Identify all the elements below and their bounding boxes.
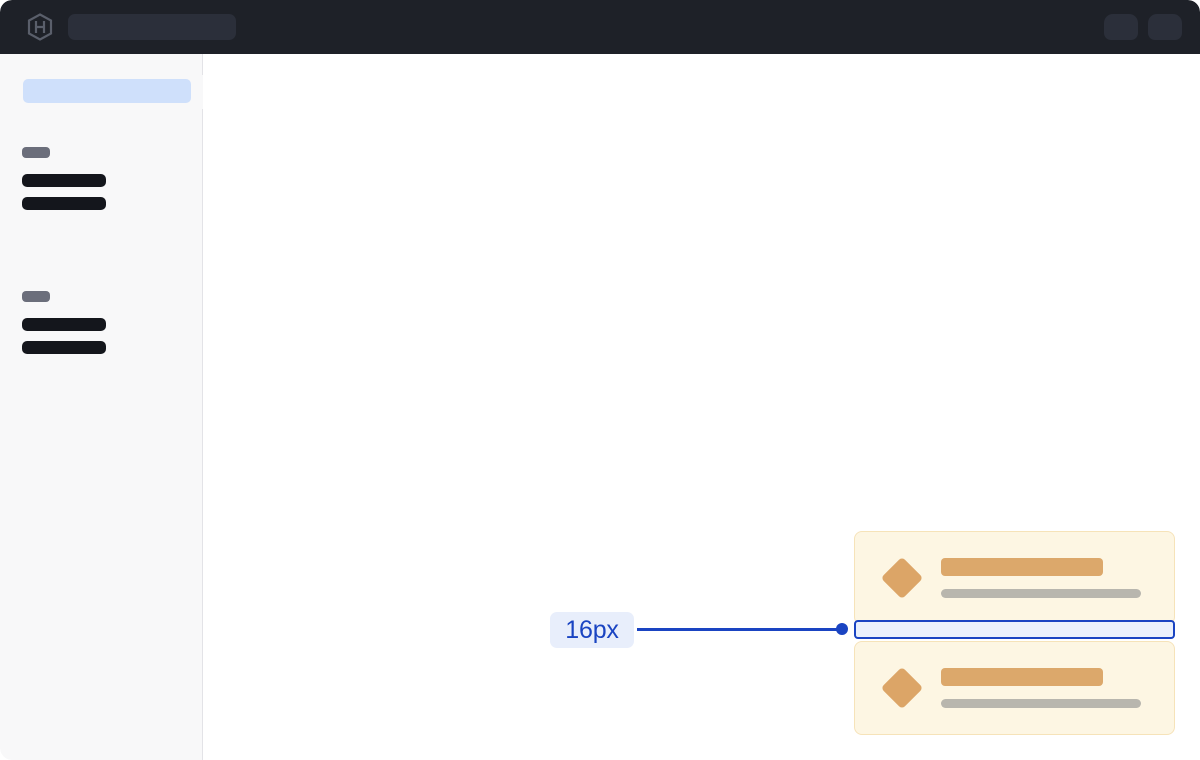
sidebar-item-2-1[interactable] — [22, 318, 106, 331]
card-title — [941, 668, 1103, 686]
diamond-icon — [880, 666, 924, 710]
sidebar-group-1 — [22, 147, 106, 210]
card-title — [941, 558, 1103, 576]
spacing-measure-label: 16px — [550, 612, 634, 648]
global-search-field[interactable] — [68, 14, 236, 40]
hexagon-h-logo-icon — [27, 13, 53, 41]
card-subtitle — [941, 699, 1141, 708]
top-bar — [0, 0, 1200, 54]
card-text-block — [941, 668, 1141, 708]
card-text-block — [941, 558, 1141, 598]
sidebar-item-1-1[interactable] — [22, 174, 106, 187]
spacing-measure-bar — [854, 620, 1175, 639]
content-card[interactable] — [854, 531, 1175, 625]
sidebar-item-1-2[interactable] — [22, 197, 106, 210]
sidebar-group-2 — [22, 291, 106, 354]
sidebar — [0, 54, 203, 760]
top-bar-action-1[interactable] — [1104, 14, 1138, 40]
spacing-measure-leader-line — [637, 628, 840, 631]
sidebar-group-1-label — [22, 147, 50, 158]
sidebar-item-active[interactable] — [23, 79, 191, 103]
top-bar-action-2[interactable] — [1148, 14, 1182, 40]
sidebar-item-2-2[interactable] — [22, 341, 106, 354]
spacing-measure-dot — [836, 623, 848, 635]
sidebar-group-2-label — [22, 291, 50, 302]
content-card[interactable] — [854, 641, 1175, 735]
card-subtitle — [941, 589, 1141, 598]
diamond-icon — [880, 556, 924, 600]
